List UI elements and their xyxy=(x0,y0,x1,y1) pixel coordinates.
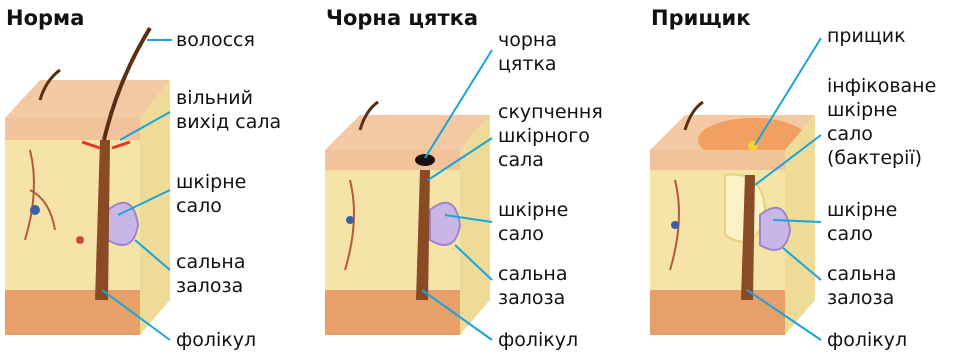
panel-blackhead: Чорна цятка чорна цятка скупчення шкірно… xyxy=(320,0,645,357)
label-line: сало xyxy=(827,122,936,146)
label-hair: волосся xyxy=(176,28,255,52)
label-line: сало xyxy=(176,194,246,218)
dermis-side xyxy=(140,80,170,335)
label-line: шкірне xyxy=(176,170,246,194)
label-gland: сальна залоза xyxy=(827,262,897,310)
label-gland: сальна залоза xyxy=(498,262,568,310)
skin-illustration-normal xyxy=(0,0,320,357)
label-line: інфіковане xyxy=(827,74,936,98)
skin-illustration-pimple xyxy=(645,0,968,357)
label-sebum: шкірне сало xyxy=(827,198,897,246)
label-line: сала xyxy=(498,148,603,172)
label-line: шкірне xyxy=(498,198,568,222)
label-line: скупчення xyxy=(498,100,603,124)
label-line: вільний xyxy=(176,86,281,110)
panel-pimple: Прищик прищик інфіковане шкірне сало (ба… xyxy=(645,0,968,357)
label-sebum: шкірне сало xyxy=(498,198,568,246)
epidermis xyxy=(5,118,140,140)
label-line: сальна xyxy=(498,262,568,286)
label-follicle: фолікул xyxy=(176,328,256,352)
label-line: залоза xyxy=(176,274,246,298)
blackhead xyxy=(415,154,435,166)
sebaceous-gland xyxy=(108,203,138,245)
panel-normal: Норма волосся вільний вихід сала шкірне … xyxy=(0,0,320,357)
label-line: чорна xyxy=(498,28,557,52)
label-line: шкірне xyxy=(827,98,936,122)
label-sebum: шкірне сало xyxy=(176,170,246,218)
label-gland: сальна залоза xyxy=(176,250,246,298)
label-follicle: фолікул xyxy=(827,328,907,352)
label-line: залоза xyxy=(498,286,568,310)
fat-layer xyxy=(5,290,140,335)
label-blackhead: чорна цятка xyxy=(498,28,557,76)
label-infected-sebum: інфіковане шкірне сало (бактерії) xyxy=(827,74,936,170)
label-line: шкірного xyxy=(498,124,603,148)
label-line: цятка xyxy=(498,52,557,76)
label-pimple: прищик xyxy=(827,24,906,48)
label-sebum-accumulation: скупчення шкірного сала xyxy=(498,100,603,172)
label-line: шкірне xyxy=(827,198,897,222)
label-follicle: фолікул xyxy=(498,328,578,352)
label-line: залоза xyxy=(827,286,897,310)
label-line: (бактерії) xyxy=(827,146,936,170)
label-line: сало xyxy=(498,222,568,246)
label-line: сальна xyxy=(827,262,897,286)
label-line: сальна xyxy=(176,250,246,274)
label-line: вихід сала xyxy=(176,110,281,134)
skin-illustration-blackhead xyxy=(320,0,645,357)
label-free-exit: вільний вихід сала xyxy=(176,86,281,134)
label-line: сало xyxy=(827,222,897,246)
